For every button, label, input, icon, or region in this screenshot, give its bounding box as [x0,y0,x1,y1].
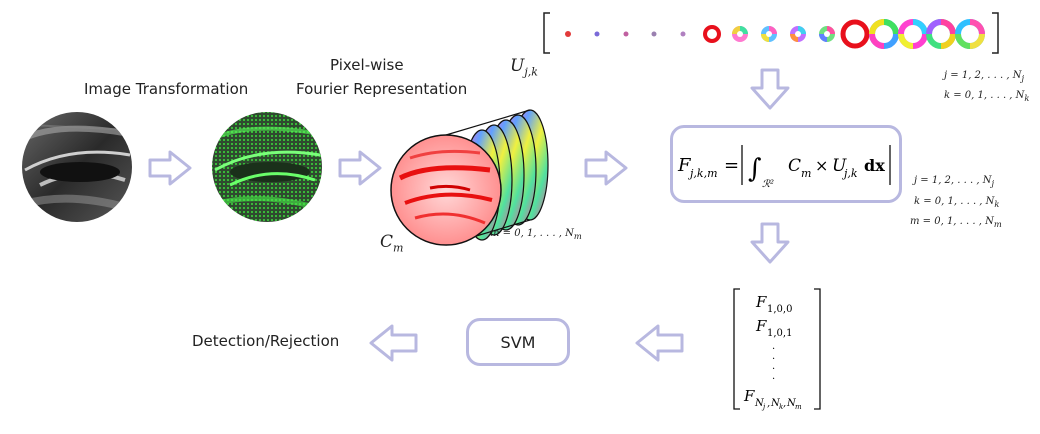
pixelwise-label-line2: Fourier Representation [296,80,468,98]
formula-body-sub: m [801,167,811,180]
filter-1-3 [790,26,806,42]
vector-vdots-3: . [772,361,775,372]
fourier-stack [390,109,549,246]
f-index-j: j = 1, 2, . . . , Nj [914,175,995,188]
pixelwise-label-line1: Pixel-wise [330,56,404,74]
down-arrow-2 [750,222,790,264]
formula-times: × [815,156,828,175]
filter-2-1 [869,19,899,49]
u-jk-label: Uj,k [510,56,538,79]
vector-last-sub-n3: N [786,398,797,409]
formula-u: U [832,156,847,176]
detection-rejection-label: Detection/Rejection [192,332,340,350]
vector-last-sub-n1: N [754,398,765,409]
filter-bank-left-bracket [543,12,550,54]
image-transformation-label: Image Transformation [84,80,249,98]
filter-1-4 [819,26,835,42]
filter-1-0 [703,25,721,43]
vector-row1: F [755,293,767,311]
transformed-image [212,112,322,222]
filter-1-1 [732,26,748,42]
vector-last-sub-k: k [779,403,783,411]
svm-label: SVM [500,332,536,352]
filter-1-2 [761,26,777,42]
formula: F j,k,m = ∫ ℛ² C m × U j,k dx [677,145,891,190]
formula-domain: ℛ² [762,179,774,190]
f-index-k: k = 0, 1, . . . , Nk [914,196,1000,209]
filter-2-3 [926,19,956,49]
formula-lhs: F [677,155,692,176]
formula-dx: dx [864,156,885,175]
vector-last: F [743,387,755,405]
formula-equals: = [724,155,739,176]
c-m-index: m = 0, 1, . . . , Nm [490,228,582,241]
vector-row2-sub: 1,0,1 [767,328,792,339]
right-arrow-2 [338,150,382,186]
vector-vdots-1: . [772,341,775,352]
vector-left-bracket [733,288,740,410]
vector-right-bracket [814,288,821,410]
vector-row1-sub: 1,0,0 [767,304,792,315]
ultrasound-image [22,112,132,222]
filter-bank-svg [543,12,999,54]
u-index-j: j = 1, 2, . . . , Nj [944,70,1025,83]
left-arrow-1 [635,324,684,362]
vector-last-sub-j: j [761,403,766,411]
vector-vdots-2: . [772,351,775,362]
filter-2-2 [898,19,928,49]
filter-0-4 [680,31,686,37]
vector-last-sub-comma2: , [783,398,786,409]
right-arrow-3 [584,150,628,186]
c-m-label: Cm [380,232,404,255]
filter-0-0 [565,31,571,37]
filter-0-3 [651,31,657,37]
filter-0-2 [623,31,629,37]
left-arrow-2 [369,324,418,362]
f-index-m: m = 0, 1, . . . , Nm [910,216,1002,229]
svm-box: SVM [466,318,570,366]
right-arrow-1 [148,150,192,186]
vector-last-sub-comma1: , [767,398,770,409]
fourier-disk-front [390,134,502,246]
vector-vdots-4: . [772,371,775,382]
vector-row2: F [755,317,767,335]
u-index-k: k = 0, 1, . . . , Nk [944,90,1030,103]
formula-u-sub: j,k [841,167,858,180]
down-arrow-1 [750,68,790,110]
filter-2-0 [840,19,870,49]
formula-lhs-sub: j,k,m [687,167,718,180]
formula-integral: ∫ [748,154,762,184]
filter-2-4 [955,19,985,49]
vector-last-sub-m: m [795,403,802,411]
feature-vector: F 1,0,0 F 1,0,1 . . . . F N j , N k , N … [733,288,821,411]
vector-last-sub-n2: N [770,398,781,409]
filter-bank [540,8,1010,58]
filter-0-1 [594,31,600,37]
filter-bank-right-bracket [992,12,999,54]
formula-body: C [788,156,801,176]
formula-box [670,125,902,203]
